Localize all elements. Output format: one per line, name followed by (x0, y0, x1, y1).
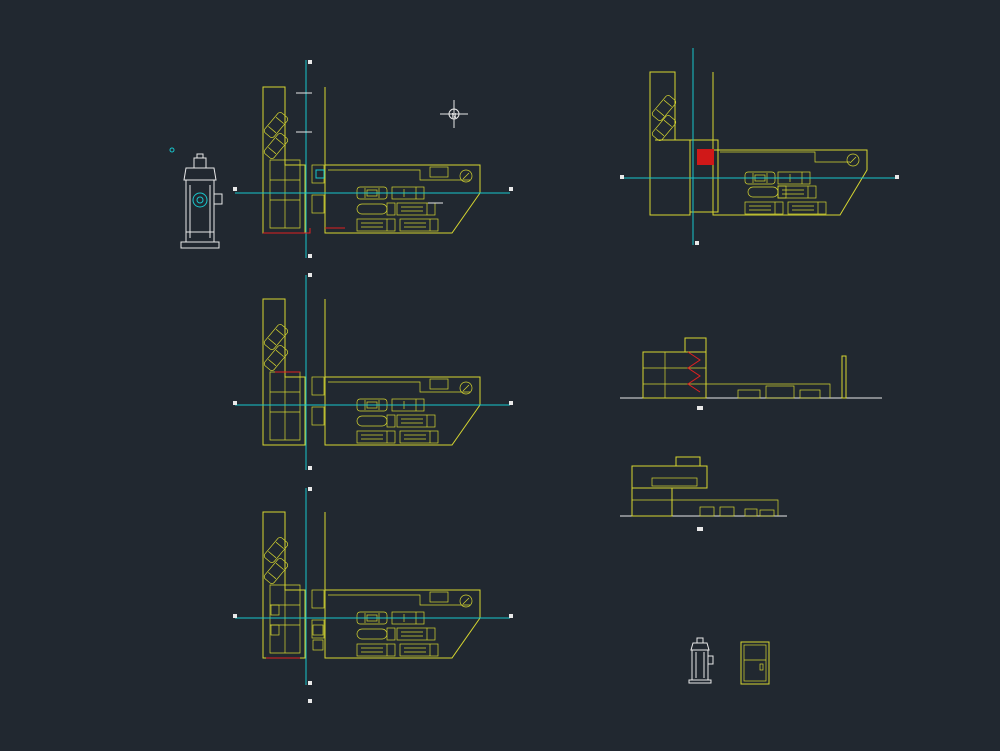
building-section-b (620, 456, 787, 531)
fire-hydrant-icon (169, 147, 223, 249)
north-label: N (451, 112, 456, 120)
fire-hydrant-small-icon (688, 637, 714, 684)
floor-plan-second (233, 487, 513, 703)
floor-plan-ground (233, 60, 513, 258)
fire-cabinet-icon (740, 641, 770, 685)
building-section-a (620, 337, 882, 410)
north-arrow-icon: N (440, 100, 468, 128)
roof-plan (620, 48, 899, 245)
floor-plan-first (233, 273, 513, 470)
